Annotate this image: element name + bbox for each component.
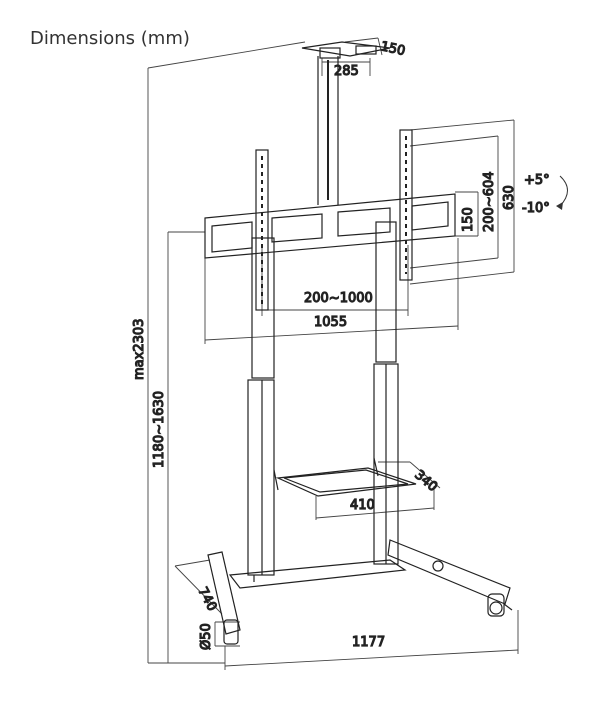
label-tilt-down: -10° [522, 201, 550, 216]
label-shelf-width: 410 [350, 498, 375, 513]
label-base-width: 1177 [352, 635, 385, 650]
label-vesa-horizontal: 200~1000 [304, 291, 373, 306]
diagram-title: Dimensions (mm) [30, 28, 190, 49]
shelf [273, 457, 417, 497]
label-height-range: 1180~1630 [152, 391, 167, 468]
columns [247, 221, 399, 576]
label-caster: Ø50 [199, 623, 214, 650]
dimension-labels: 150 285 200~1000 1055 150 200~604 630 +5… [131, 39, 550, 651]
label-bracket-width: 1055 [314, 315, 347, 330]
label-top-width: 285 [334, 64, 359, 79]
label-max-height: max2303 [132, 319, 147, 380]
horizontal-bar [204, 193, 456, 259]
label-bracket-height: 630 [502, 185, 517, 210]
label-tilt-up: +5° [524, 173, 550, 188]
dimension-lines [147, 37, 519, 670]
label-bar-height: 150 [461, 207, 476, 232]
tilt-arrowhead-icon [556, 202, 563, 210]
label-vesa-vertical: 200~604 [482, 171, 497, 232]
vertical-arms [255, 129, 413, 311]
base [207, 539, 513, 645]
tilt-arrow-icon [559, 175, 568, 207]
label-shelf-depth: 340 [411, 468, 440, 495]
label-top-depth: 150 [379, 39, 406, 59]
top-bracket [301, 41, 391, 205]
